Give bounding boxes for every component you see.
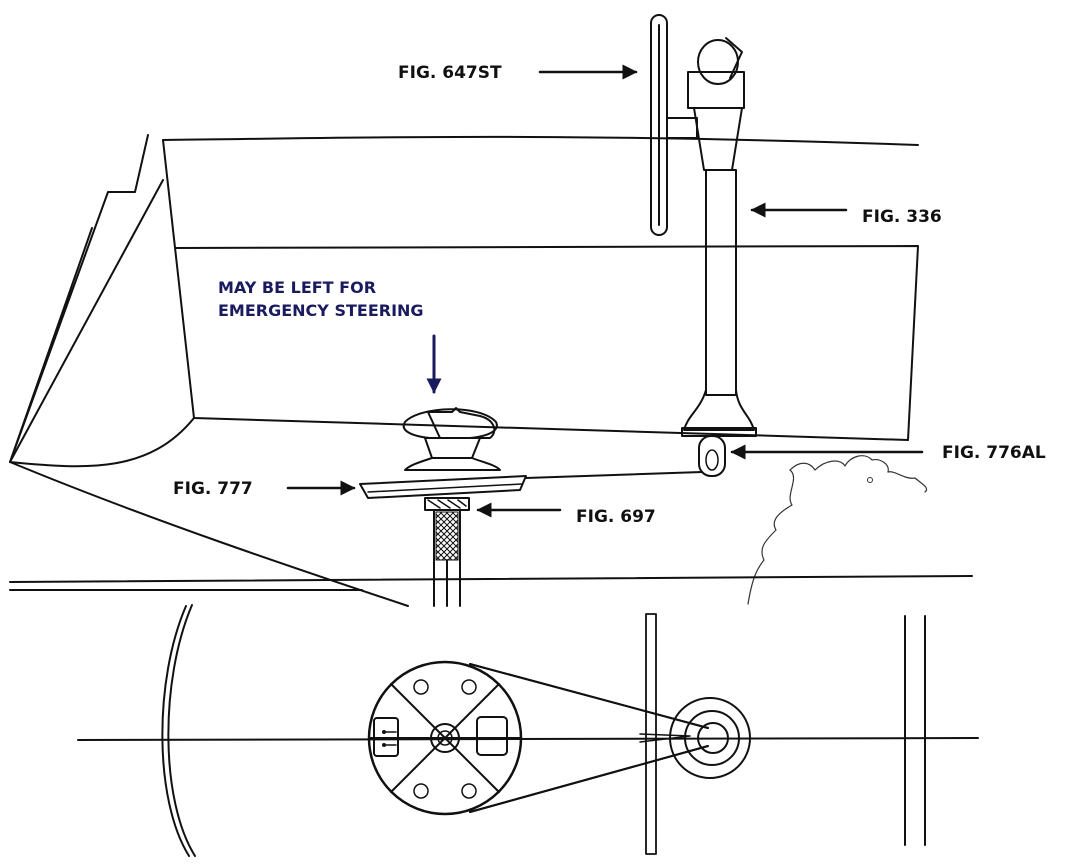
rudder-sheave	[359, 475, 527, 499]
label-fig-336: FIG. 336	[862, 207, 942, 227]
idler-sheave	[698, 435, 726, 477]
label-fig-697: FIG. 697	[576, 507, 656, 527]
rudder-post	[433, 509, 461, 607]
quadrant-disc-plan	[367, 660, 523, 816]
hull-outline	[9, 134, 919, 607]
callout-fig-777: FIG. 777	[173, 479, 356, 499]
note-line-2: EMERGENCY STEERING	[218, 301, 424, 320]
callout-fig-697: FIG. 697	[476, 502, 656, 527]
idler-plan	[469, 663, 751, 813]
callout-fig-647st: FIG. 647ST	[398, 63, 638, 83]
stuffing-box	[424, 497, 470, 511]
emergency-fitting	[402, 407, 501, 471]
cable-upper	[525, 471, 703, 479]
background-sketch	[747, 455, 928, 605]
deck-line	[9, 575, 973, 583]
label-fig-777: FIG. 777	[173, 479, 253, 499]
pedestal-head	[687, 37, 745, 171]
pedestal-column	[681, 169, 757, 437]
label-fig-776al: FIG. 776AL	[942, 443, 1046, 463]
plan-view	[77, 604, 979, 857]
cable-plan-lower-inner	[469, 745, 709, 813]
cable-plan-upper-inner	[469, 663, 709, 729]
label-fig-647st: FIG. 647ST	[398, 63, 502, 83]
note-line-1: MAY BE LEFT FOR	[218, 278, 376, 297]
callout-fig-336: FIG. 336	[750, 202, 942, 227]
emergency-steering-note: MAY BE LEFT FOR EMERGENCY STEERING	[218, 278, 442, 394]
callout-fig-776al: FIG. 776AL	[730, 443, 1046, 463]
steering-wheel	[650, 14, 698, 236]
